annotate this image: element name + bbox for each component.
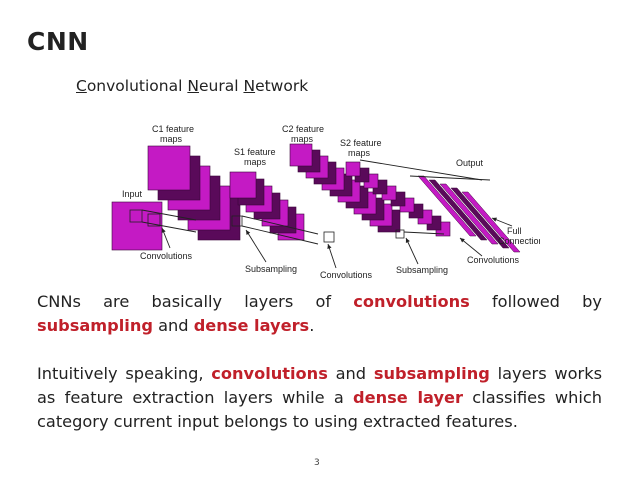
slide-title: CNN [27, 27, 89, 56]
c2-kernel-box [323, 231, 335, 243]
arrow-conv3-arrowhead [460, 238, 465, 243]
output-unit [417, 175, 477, 237]
p1-highlight-convolutions: convolutions [353, 292, 470, 311]
p1-text-4: . [309, 316, 315, 335]
output-top-line [359, 159, 483, 181]
label-sub2: Subsampling [396, 265, 448, 275]
subtitle-word-3: etwork [255, 77, 309, 95]
p1-text-3: and [152, 316, 194, 335]
arrow-conv2-arrowhead [327, 244, 332, 249]
cnn-architecture-diagram: Input C1 feature maps S1 feature maps C2… [111, 124, 540, 280]
c2-map [289, 143, 313, 167]
p2-text-2: and [327, 364, 374, 383]
input-kernel-box [129, 209, 143, 223]
subtitle-word-2: eural [198, 77, 239, 95]
arrow-full-arrowhead [492, 217, 497, 222]
label-full-line2: Connection [498, 236, 540, 246]
p2-highlight-convolutions: convolutions [211, 364, 328, 383]
s2-kernel-box [395, 229, 405, 239]
link-s2-out [403, 231, 445, 235]
label-conv3: Convolutions [467, 255, 520, 265]
label-full-line1: Full [507, 226, 522, 236]
paragraph-2: Intuitively speaking, convolutions and s… [37, 362, 602, 434]
label-conv2: Convolutions [320, 270, 373, 280]
output-unit [428, 179, 488, 241]
s1-map [229, 171, 257, 199]
c1-kernel-box [147, 213, 161, 227]
p2-text-4: classifies which category current input … [37, 388, 603, 431]
link-input-c1-b [141, 221, 197, 233]
p2-text-1: Intuitively speaking, [37, 364, 212, 383]
p1-highlight-dense-layers: dense layers [193, 316, 310, 335]
output-unit [461, 191, 521, 253]
p2-text-3: layers works as feature extraction layer… [37, 364, 602, 407]
p1-text-2: followed by [469, 292, 602, 311]
output-unit [450, 187, 510, 249]
label-c2-line2: maps [291, 134, 314, 144]
subtitle-initial-c: C [76, 77, 87, 95]
arrow-sub1 [245, 229, 267, 263]
subtitle-initial-n1: N [187, 77, 199, 95]
label-s2-line2: maps [348, 148, 371, 158]
p2-highlight-subsampling: subsampling [373, 364, 490, 383]
layer-stacks [111, 143, 521, 253]
arrow-conv1-arrowhead [161, 228, 166, 233]
label-s2-line1: S2 feature [340, 138, 382, 148]
connection-lines [129, 159, 513, 269]
c1-map [147, 145, 191, 191]
page-number: 3 [314, 458, 320, 468]
label-c1-line2: maps [160, 134, 183, 144]
p1-highlight-subsampling: subsampling [37, 316, 153, 335]
arrow-sub2 [405, 237, 419, 265]
output-unit [439, 183, 499, 245]
output-top-line-b [409, 175, 491, 181]
label-s1-line1: S1 feature [234, 147, 276, 157]
arrow-sub2-arrowhead [405, 238, 410, 243]
label-c2-line1: C2 feature [282, 124, 324, 134]
label-conv1: Convolutions [140, 251, 193, 261]
s2-map [345, 161, 361, 177]
s1-kernel-box [231, 215, 243, 227]
label-output: Output [456, 158, 484, 168]
link-s1-c2 [241, 215, 319, 235]
link-input-c1 [141, 209, 197, 221]
label-s1-line2: maps [244, 157, 267, 167]
link-s1-c2-b [241, 225, 319, 245]
label-sub1: Subsampling [245, 264, 297, 274]
arrow-conv3 [459, 237, 483, 257]
p2-highlight-dense-layer: dense layer [353, 388, 464, 407]
p1-text-1: CNNs are basically layers of [37, 292, 354, 311]
label-input: Input [122, 189, 143, 199]
subtitle-initial-n2: N [243, 77, 256, 95]
slide-subtitle: Convolutional Neural Network [76, 77, 308, 95]
label-c1-line1: C1 feature [152, 124, 194, 134]
paragraph-1: CNNs are basically layers of convolution… [37, 290, 602, 338]
subtitle-word-1: onvolutional [86, 77, 183, 95]
arrow-sub1-arrowhead [246, 230, 251, 235]
